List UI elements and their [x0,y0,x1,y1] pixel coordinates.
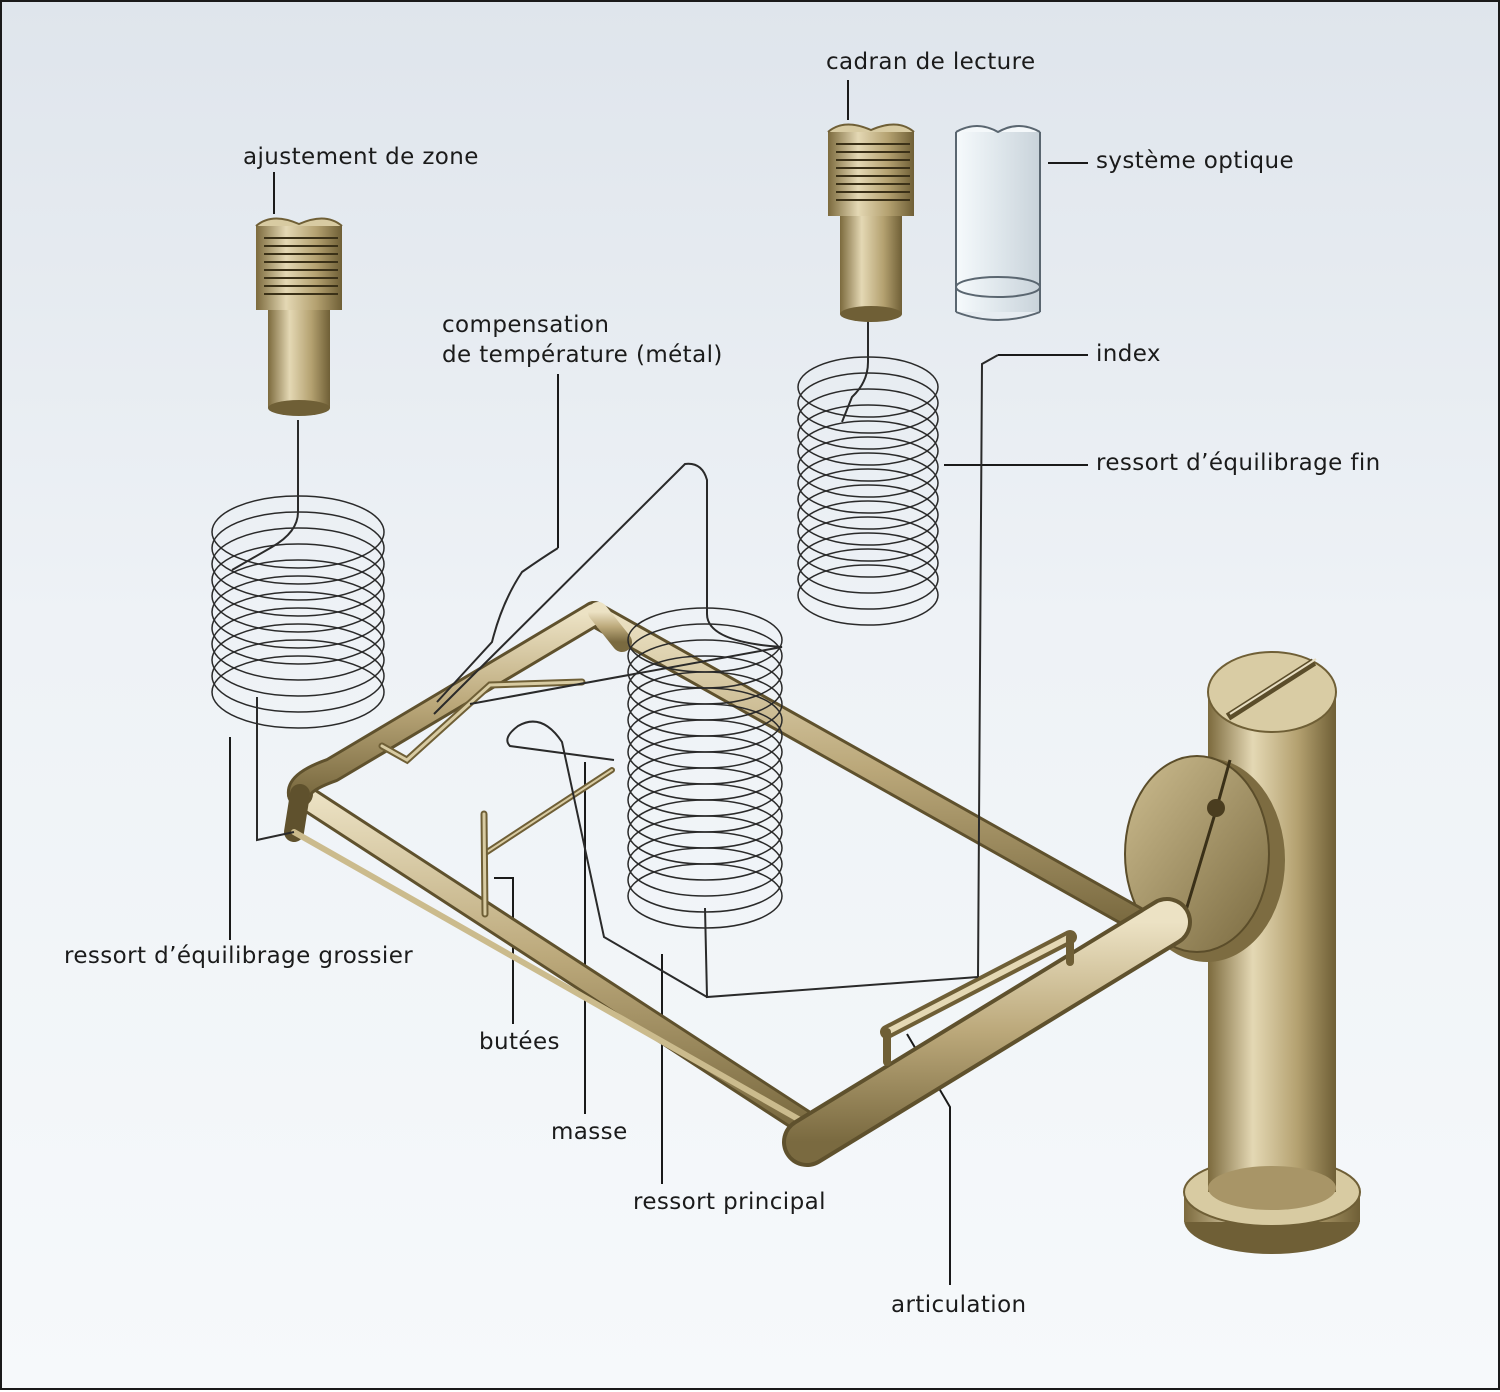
zone-adjust-knob [255,217,343,416]
wires [231,320,999,999]
springs [211,356,939,929]
label-ajustement-de-zone: ajustement de zone [243,144,479,170]
label-index: index [1096,341,1161,367]
inner-arms [378,678,615,918]
coarse-spring [211,495,385,729]
label-cadran-de-lecture: cadran de lecture [826,49,1036,75]
label-masse: masse [551,1119,628,1145]
fine-spring [797,356,939,626]
hinge-rod [782,897,1192,1167]
label-ressort-equilibrage-fin: ressort d’équilibrage fin [1096,450,1381,476]
support-pillar [1183,651,1361,1254]
label-butees: butées [479,1029,560,1055]
label-systeme-optique: système optique [1096,148,1295,174]
optical-system [955,125,1041,321]
label-compensation-line2: de température (métal) [442,342,723,368]
main-spring [627,607,783,929]
label-ressort-principal: ressort principal [633,1189,826,1215]
label-compensation-line1: compensation [442,312,610,338]
label-ressort-equilibrage-grossier: ressort d’équilibrage grossier [64,943,414,969]
label-compensation-temperature: compensation de température (métal) [442,310,723,370]
leader-butees [494,877,514,1024]
label-articulation: articulation [891,1292,1027,1318]
reading-dial-knob [827,123,915,322]
